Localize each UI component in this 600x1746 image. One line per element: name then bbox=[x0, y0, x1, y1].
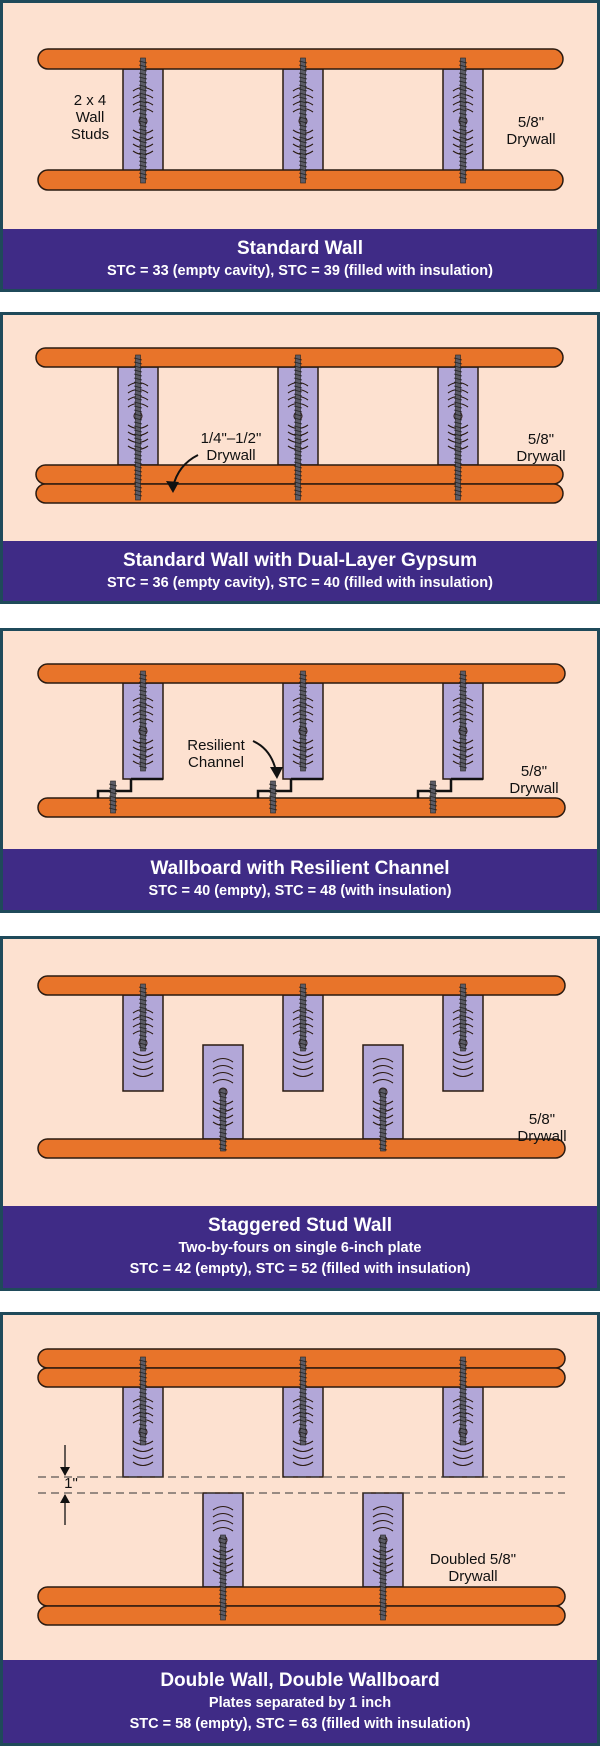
thin-drywall-label: 1/4"–1/2" Drywall bbox=[200, 430, 262, 464]
drywall-label: 5/8" Drywall bbox=[509, 763, 559, 797]
drywall-label: 5/8" Drywall bbox=[506, 114, 556, 148]
drywall-board bbox=[37, 1605, 566, 1626]
resilient-channel bbox=[416, 777, 483, 798]
panel-subtitle: Plates separated by 1 inch bbox=[208, 1694, 392, 1711]
panel-title: Standard Wall with Dual-Layer Gypsum bbox=[122, 549, 478, 571]
resilient-channel-diagram bbox=[37, 663, 566, 818]
screw bbox=[138, 57, 148, 184]
screw bbox=[453, 354, 463, 501]
staggered-stud-diagram bbox=[37, 975, 566, 1159]
screw bbox=[218, 1088, 228, 1152]
resilient-channel bbox=[256, 777, 323, 798]
drywall-board bbox=[37, 1138, 566, 1159]
dual-layer-wall-diagram bbox=[35, 347, 564, 504]
arrow-head bbox=[270, 767, 283, 779]
stc-rating: STC = 42 (empty), STC = 52 (filled with … bbox=[129, 1261, 471, 1277]
drywall-board bbox=[37, 797, 566, 818]
standard-wall-diagram bbox=[37, 48, 564, 191]
studs-label: 2 x 4 Wall Studs bbox=[70, 92, 110, 143]
drywall-board bbox=[37, 1586, 566, 1607]
screw bbox=[298, 670, 308, 772]
dimension-arrow-top bbox=[60, 1467, 70, 1476]
screw bbox=[138, 670, 148, 772]
screw bbox=[298, 57, 308, 184]
caption: Staggered Stud Wall Two-by-fours on sing… bbox=[3, 1206, 597, 1288]
panel-resilient-channel: Resilient Channel 5/8" Drywall Wallboard… bbox=[0, 628, 600, 913]
screw bbox=[378, 1088, 388, 1152]
resilient-channel bbox=[96, 777, 163, 798]
double-wall-diagram bbox=[37, 1348, 566, 1626]
screw bbox=[458, 983, 468, 1052]
panel-title: Staggered Stud Wall bbox=[207, 1215, 393, 1236]
screw bbox=[138, 1356, 148, 1446]
caption: Wallboard with Resilient Channel STC = 4… bbox=[3, 849, 597, 910]
screw bbox=[133, 354, 143, 501]
screw bbox=[378, 1534, 388, 1621]
screw bbox=[218, 1534, 228, 1621]
panel-staggered-stud: 5/8" Drywall Staggered Stud Wall Two-by-… bbox=[0, 936, 600, 1291]
stc-rating: STC = 36 (empty cavity), STC = 40 (fille… bbox=[107, 574, 493, 591]
screw bbox=[458, 670, 468, 772]
screw bbox=[293, 354, 303, 501]
caption: Standard Wall with Dual-Layer Gypsum STC… bbox=[3, 541, 597, 601]
screw bbox=[458, 57, 468, 184]
screw bbox=[458, 1356, 468, 1446]
drywall-label: 5/8" Drywall bbox=[516, 431, 566, 465]
screw bbox=[298, 1356, 308, 1446]
panel-dual-layer-gypsum: 1/4"–1/2" Drywall 5/8" Drywall Standard … bbox=[0, 312, 600, 604]
panel-title: Standard Wall bbox=[237, 237, 363, 259]
panel-subtitle: Two-by-fours on single 6-inch plate bbox=[178, 1240, 422, 1256]
caption: Standard Wall STC = 33 (empty cavity), S… bbox=[3, 229, 597, 289]
channel-label: Resilient Channel bbox=[187, 737, 245, 771]
panel-standard-wall: 2 x 4 Wall Studs 5/8" Drywall Standard W… bbox=[0, 0, 600, 292]
panel-title: Wallboard with Resilient Channel bbox=[150, 858, 450, 879]
panel-title: Double Wall, Double Wallboard bbox=[160, 1669, 440, 1691]
stc-rating: STC = 33 (empty cavity), STC = 39 (fille… bbox=[107, 262, 493, 279]
dimension-arrow-bottom bbox=[60, 1494, 70, 1503]
stc-rating: STC = 58 (empty), STC = 63 (filled with … bbox=[129, 1715, 471, 1732]
gap-label: 1" bbox=[64, 1475, 78, 1492]
screw bbox=[108, 780, 118, 814]
caption: Double Wall, Double Wallboard Plates sep… bbox=[3, 1660, 597, 1743]
stud-grain bbox=[287, 381, 309, 451]
arrow-head bbox=[166, 481, 179, 493]
screw bbox=[138, 983, 148, 1052]
screw bbox=[298, 983, 308, 1052]
drywall-label: Doubled 5/8" Drywall bbox=[429, 1551, 517, 1585]
screw bbox=[428, 780, 438, 814]
stc-rating: STC = 40 (empty), STC = 48 (with insulat… bbox=[148, 883, 452, 899]
drywall-label: 5/8" Drywall bbox=[517, 1111, 567, 1145]
panel-double-wall: 1" Doubled 5/8" Drywall Double Wall, Dou… bbox=[0, 1312, 600, 1746]
screw bbox=[268, 780, 278, 814]
